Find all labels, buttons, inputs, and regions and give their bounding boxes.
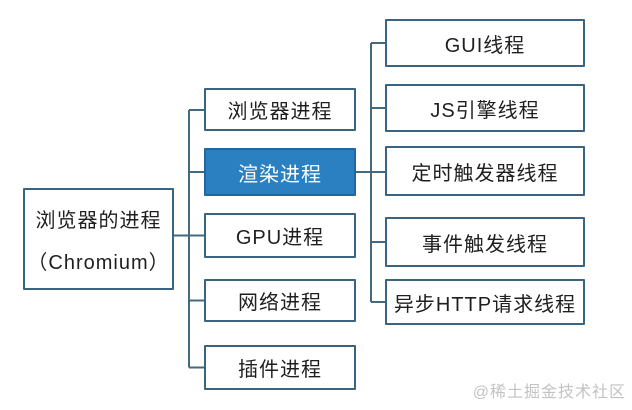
node-browser-process: 浏览器进程: [204, 88, 356, 131]
node-network-process: 网络进程: [204, 279, 356, 322]
node-browser-chromium: 浏览器的进程 （Chromium）: [23, 188, 174, 290]
node-gpu-process: GPU进程: [204, 213, 356, 258]
root-label-line1: 浏览器的进程: [35, 209, 162, 232]
root-label-line2: （Chromium）: [27, 251, 170, 274]
node-async-http-thread: 异步HTTP请求线程: [385, 279, 585, 325]
node-event-trigger-thread: 事件触发线程: [385, 217, 585, 267]
right-tree-connector: [355, 42, 385, 303]
node-plugin-process: 插件进程: [204, 345, 356, 390]
node-gui-thread: GUI线程: [385, 19, 585, 67]
node-render-process: 渲染进程: [204, 148, 356, 196]
node-js-engine-thread: JS引擎线程: [385, 84, 585, 132]
left-tree-connector: [173, 109, 204, 369]
node-timer-trigger-thread: 定时触发器线程: [385, 146, 585, 196]
watermark: @稀土掘金技术社区: [472, 384, 626, 401]
